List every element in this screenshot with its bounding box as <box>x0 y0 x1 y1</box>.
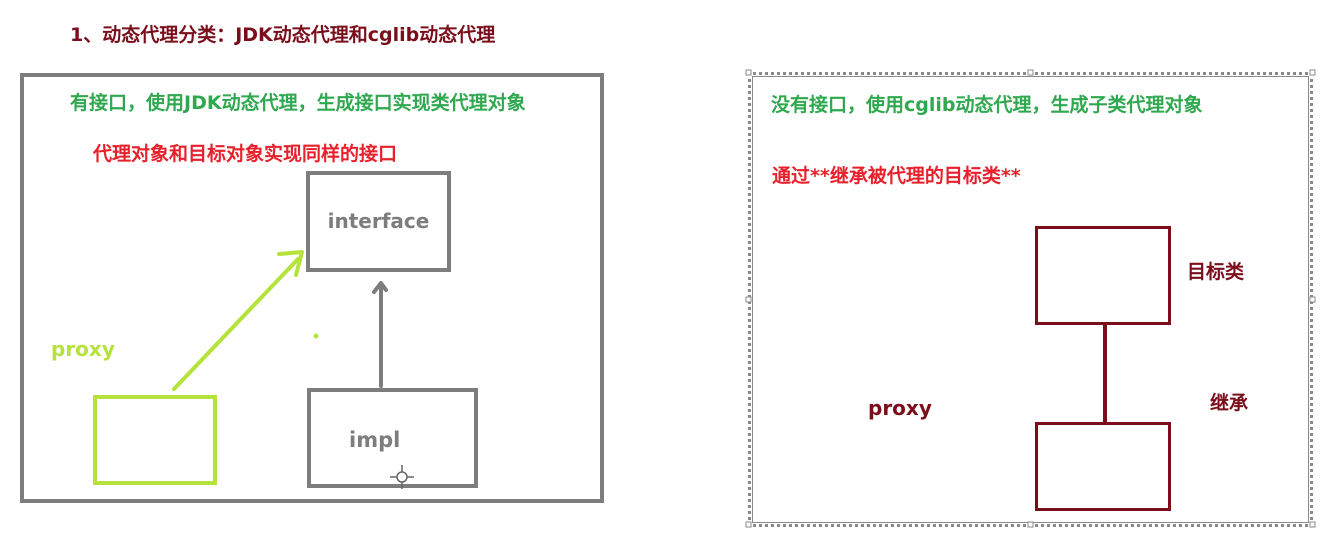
stray-dot <box>313 333 319 339</box>
inherit-label: 继承 <box>1210 392 1249 414</box>
jdk-proxy-box <box>93 395 217 485</box>
cglib-description: 没有接口，使用cglib动态代理，生成子类代理对象 <box>771 94 1203 116</box>
jdk-description: 有接口，使用JDK动态代理，生成接口实现类代理对象 <box>70 92 526 114</box>
target-class-label: 目标类 <box>1187 261 1245 283</box>
interface-label: interface <box>327 209 430 233</box>
jdk-note: 代理对象和目标对象实现同样的接口 <box>93 143 398 165</box>
interface-box <box>306 171 451 272</box>
impl-box <box>307 388 478 488</box>
jdk-proxy-label: proxy <box>51 337 115 361</box>
jdk-proxy-panel <box>20 73 604 503</box>
impl-arrow-head <box>372 281 388 294</box>
proxy-implements-arrow <box>172 257 300 391</box>
impl-label: impl <box>349 428 401 452</box>
cglib-note: 通过**继承被代理的目标类** <box>772 165 1021 187</box>
selection-handles <box>745 69 1316 528</box>
target-class-box <box>1035 226 1171 325</box>
page-title: 1、动态代理分类：JDK动态代理和cglib动态代理 <box>70 24 496 46</box>
subclass-proxy-box <box>1035 422 1171 511</box>
cglib-proxy-label: proxy <box>868 396 932 420</box>
proxy-arrow-head <box>277 250 304 277</box>
crosshair-cursor-icon <box>390 465 414 489</box>
